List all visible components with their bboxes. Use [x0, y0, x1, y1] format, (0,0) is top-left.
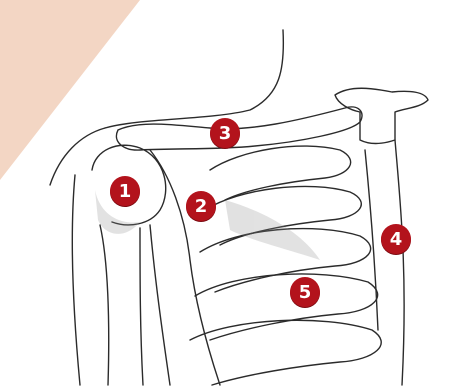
corner-accent [0, 0, 140, 180]
rib-4 [195, 274, 378, 340]
sternum-edge [365, 150, 378, 330]
vertebra [335, 88, 428, 143]
rib-5 [190, 320, 381, 385]
scapula [150, 150, 220, 385]
marker-1: 1 [110, 176, 140, 206]
shoulder-outline [50, 128, 105, 185]
shading-ribs [225, 200, 320, 260]
humerus-shaft [100, 225, 143, 385]
marker-5: 5 [290, 277, 320, 307]
neck-outline [105, 30, 283, 128]
marker-2: 2 [186, 191, 216, 221]
marker-3: 3 [210, 118, 240, 148]
rib-1 [210, 146, 351, 200]
marker-4: 4 [381, 224, 411, 254]
spine-line [395, 140, 404, 385]
arm-outline-right [150, 225, 170, 385]
arm-outline-left [72, 175, 80, 385]
